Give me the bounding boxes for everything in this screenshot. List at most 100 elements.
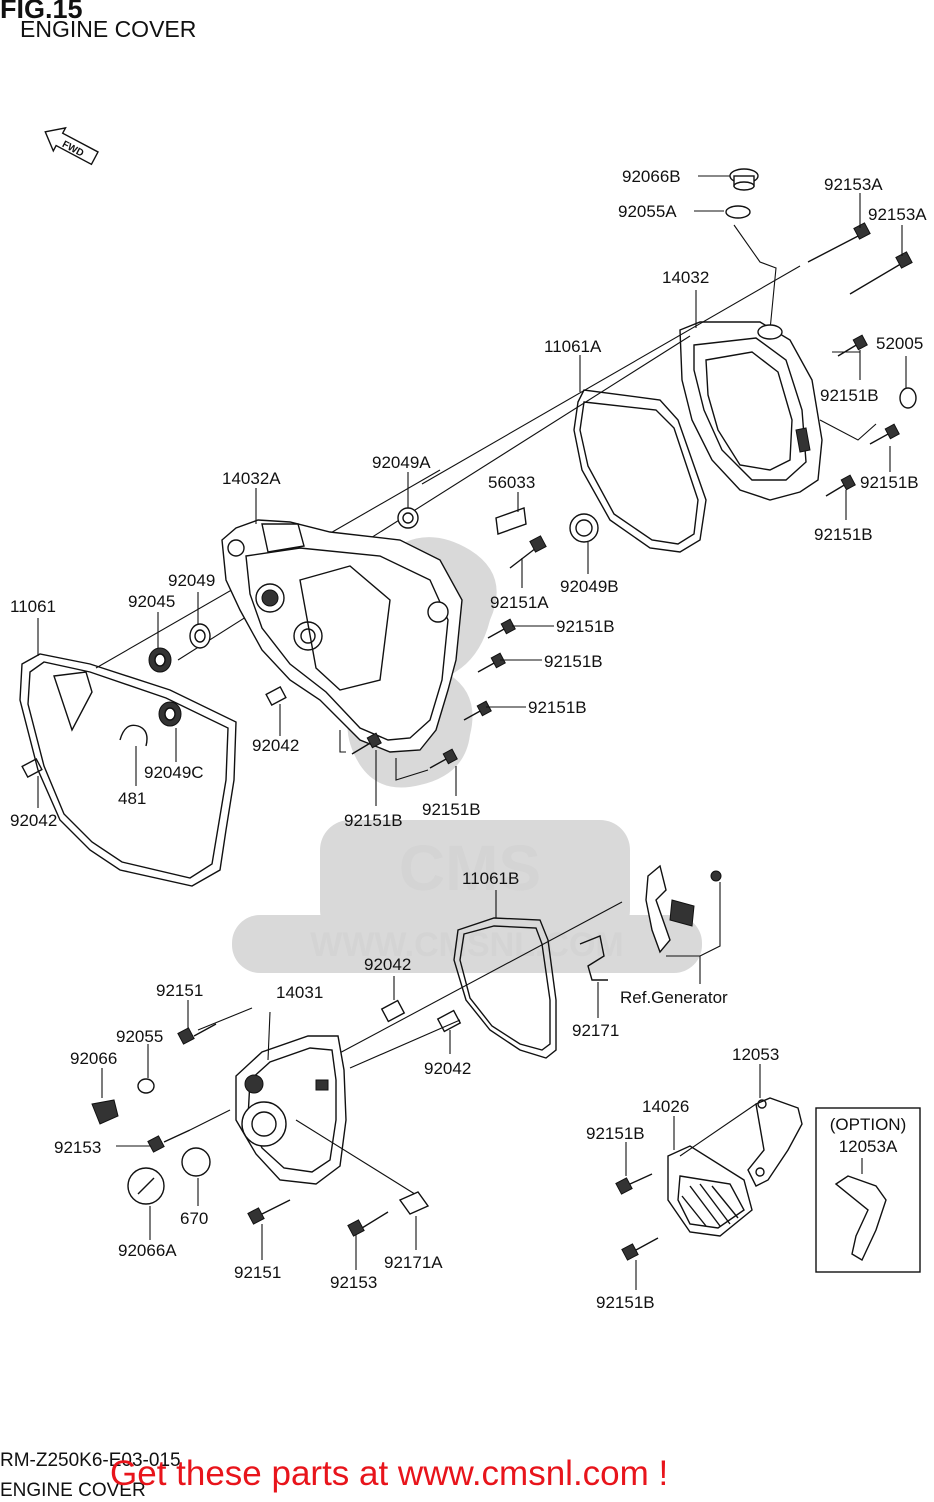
mid-bolt-lines <box>339 730 346 753</box>
bolt-92151b-mid-3 <box>463 700 492 721</box>
washer-52005 <box>899 387 917 409</box>
label-92151-a: 92151 <box>156 981 203 1000</box>
fwd-label: FWD <box>60 139 85 159</box>
option-box: (OPTION) 12053A <box>815 1107 921 1273</box>
cover-14031-bolt-line-2 <box>295 1119 419 1197</box>
clutch-cover-14032 <box>679 321 823 501</box>
label-92151a: 92151A <box>490 593 549 612</box>
label-11061: 11061 <box>10 597 56 616</box>
gasket-11061-inner <box>27 661 229 879</box>
watermark-cms-block <box>320 820 630 940</box>
o-ring-670 <box>181 1147 211 1177</box>
bolt-92151b-lower-1 <box>615 1173 653 1195</box>
guard-12053 <box>747 1097 803 1187</box>
bolt-92151b-upper-right-3 <box>825 474 856 497</box>
label-92042-d: 92042 <box>424 1059 471 1078</box>
bolt-92153a-long-1 <box>807 222 871 263</box>
watermark-brand: CMS <box>399 832 541 904</box>
dowel-pin-92042-b <box>21 757 43 779</box>
gasket-11061b <box>453 917 557 1059</box>
bolt-92151-lower-1 <box>177 1023 217 1045</box>
bolt-92153-lower-2 <box>347 1211 389 1237</box>
label-92153-b: 92153 <box>330 1273 377 1292</box>
oil-seal-92049 <box>189 623 211 649</box>
label-92151b-f: 92151B <box>528 698 587 717</box>
label-52005: 52005 <box>876 334 923 353</box>
plate-56033 <box>495 507 527 535</box>
label-92171: 92171 <box>572 1021 619 1040</box>
label-56033: 56033 <box>488 473 535 492</box>
option-part: 12053A <box>839 1137 898 1156</box>
bolt-92151b-upper-right-1 <box>837 334 868 357</box>
fwd-arrow-shape <box>44 126 99 166</box>
cap-92066a <box>127 1167 165 1205</box>
watermark-url-block <box>232 915 702 973</box>
bolt-92151b-mid-4 <box>351 732 382 755</box>
oil-seal-92049a <box>397 507 419 529</box>
figure-title: FIG.15 <box>0 0 83 24</box>
clutch-cover-14031 <box>235 1035 347 1185</box>
label-92042-c: 92042 <box>364 955 411 974</box>
label-11061b: 11061B <box>462 869 519 888</box>
label-92151b-a: 92151B <box>820 386 879 405</box>
fwd-arrow: FWD <box>44 126 99 166</box>
generator-ref-part <box>645 864 722 954</box>
oil-seal-92049c <box>158 701 182 727</box>
label-92066b: 92066B <box>622 167 681 186</box>
label-92153a-1: 92153A <box>824 175 883 194</box>
label-92049c: 92049C <box>144 763 204 782</box>
bolt-92151b-upper-right-2 <box>869 423 900 445</box>
label-92151b-c: 92151B <box>814 525 873 544</box>
label-92055a: 92055A <box>618 202 677 221</box>
gasket-11061-cutout <box>53 671 93 732</box>
bolt-92151a <box>509 535 547 569</box>
label-92151b-i: 92151B <box>586 1124 645 1143</box>
label-92049b: 92049B <box>560 577 619 596</box>
cap-92066 <box>91 1099 119 1125</box>
bolt-92151b-lower-2 <box>621 1237 659 1261</box>
watermark-url: WWW.CMSNL.COM <box>310 926 624 964</box>
label-92153a-2: 92153A <box>868 205 927 224</box>
figure-subtitle: ENGINE COVER <box>20 16 197 42</box>
guard-12053a <box>834 1175 887 1261</box>
label-92151-b: 92151 <box>234 1263 281 1282</box>
label-92171a: 92171A <box>384 1253 443 1272</box>
label-92049: 92049 <box>168 571 215 590</box>
generator-cover-14032a <box>221 519 463 753</box>
bolt-92153a-long-2 <box>849 251 913 295</box>
axis-line-4 <box>333 901 623 1057</box>
clamp-92171 <box>579 935 608 981</box>
cover-14026 <box>667 1145 753 1237</box>
o-ring-92055 <box>137 1078 155 1094</box>
bolt-92151b-mid-5 <box>429 748 458 769</box>
circlip-481 <box>119 724 148 747</box>
label-ref-generator: Ref.Generator <box>620 988 728 1007</box>
footer-diagram-code: RM-Z250K6-E03-015 <box>0 1450 181 1471</box>
axis-line-2 <box>421 265 801 485</box>
label-92055: 92055 <box>116 1027 163 1046</box>
dowel-pin-92042-c <box>380 999 406 1023</box>
cover-14026-line <box>679 1103 757 1157</box>
cover-14031-line <box>267 1011 271 1061</box>
o-ring-92055a <box>725 205 751 219</box>
label-14032: 14032 <box>662 268 709 287</box>
label-14032a: 14032A <box>222 469 281 488</box>
gasket-11061a <box>573 389 707 553</box>
label-92066: 92066 <box>70 1049 117 1068</box>
part-labels: 92066B 92055A 92153A 92153A 14032 11061A… <box>10 167 927 1312</box>
bolt-92153-lower-1 <box>147 1129 191 1153</box>
label-11061a: 11061A <box>544 337 602 356</box>
gasket-11061a-inner <box>579 401 699 545</box>
label-92045: 92045 <box>128 592 175 611</box>
axis-line-5 <box>349 1019 461 1069</box>
bearing-92045 <box>148 647 172 673</box>
promo-link-text[interactable]: Get these parts at www.cmsnl.com ! <box>110 1454 669 1493</box>
label-92049a: 92049A <box>372 453 431 472</box>
bolt-92151b-mid-1 <box>487 618 516 639</box>
oil-filler-cap-92066b <box>729 168 759 191</box>
label-14031: 14031 <box>276 983 323 1002</box>
label-92151b-e: 92151B <box>544 652 603 671</box>
gasket-11061b-inner <box>459 925 551 1051</box>
label-92042-b: 92042 <box>10 811 57 830</box>
